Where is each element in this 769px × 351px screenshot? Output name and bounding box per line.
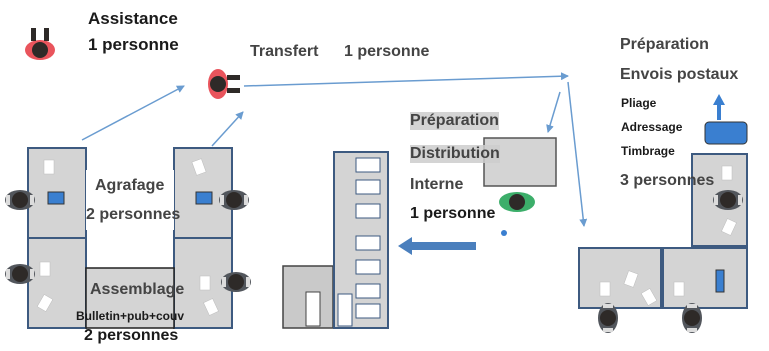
transfert-title: Transfert <box>250 43 319 60</box>
postal-task-pliage: Pliage <box>621 96 657 110</box>
assemblage-workstations <box>5 237 251 329</box>
worker-icon <box>5 190 35 210</box>
assemblage-detail: Bulletin+pub+couv <box>76 309 185 323</box>
worker-icon <box>221 272 251 292</box>
assistance-count: 1 personne <box>88 35 179 54</box>
postal-count: 3 personnes <box>620 172 715 189</box>
arrow-up-icon <box>713 94 725 120</box>
agrafage-workstations <box>5 147 249 239</box>
agrafage-title: Agrafage <box>95 177 165 194</box>
postal-title: Préparation <box>620 36 709 53</box>
postal-task-timbrage: Timbrage <box>621 144 675 158</box>
big-arrow-left-icon <box>398 237 476 255</box>
flow-arrows <box>81 72 588 227</box>
assemblage-title: Assemblage <box>90 281 185 298</box>
distribution-line-3: Interne <box>410 176 464 193</box>
monitor-icon <box>195 191 213 205</box>
transfert-count: 1 personne <box>344 43 430 60</box>
postal-task-adressage: Adressage <box>621 120 683 134</box>
shelving-unit <box>282 151 389 329</box>
assemblage-count: 2 personnes <box>84 327 179 344</box>
distribution-line-2: Distribution <box>410 145 500 163</box>
worker-icon <box>598 303 618 333</box>
distribution-count: 1 personne <box>410 205 496 222</box>
person-assistance-icon <box>25 28 55 60</box>
distribution-line-1: Préparation <box>410 112 499 130</box>
worker-icon <box>682 303 702 333</box>
person-transfert-icon <box>208 69 240 99</box>
printer-icon <box>704 121 748 145</box>
monitor-icon <box>47 191 65 205</box>
worker-icon <box>713 190 743 210</box>
postal-workstations <box>578 94 748 333</box>
worker-icon <box>5 264 35 284</box>
agrafage-count: 2 personnes <box>86 206 181 223</box>
postal-subtitle: Envois postaux <box>620 66 739 83</box>
worker-icon <box>219 190 249 210</box>
assistance-title: Assistance <box>88 9 178 28</box>
